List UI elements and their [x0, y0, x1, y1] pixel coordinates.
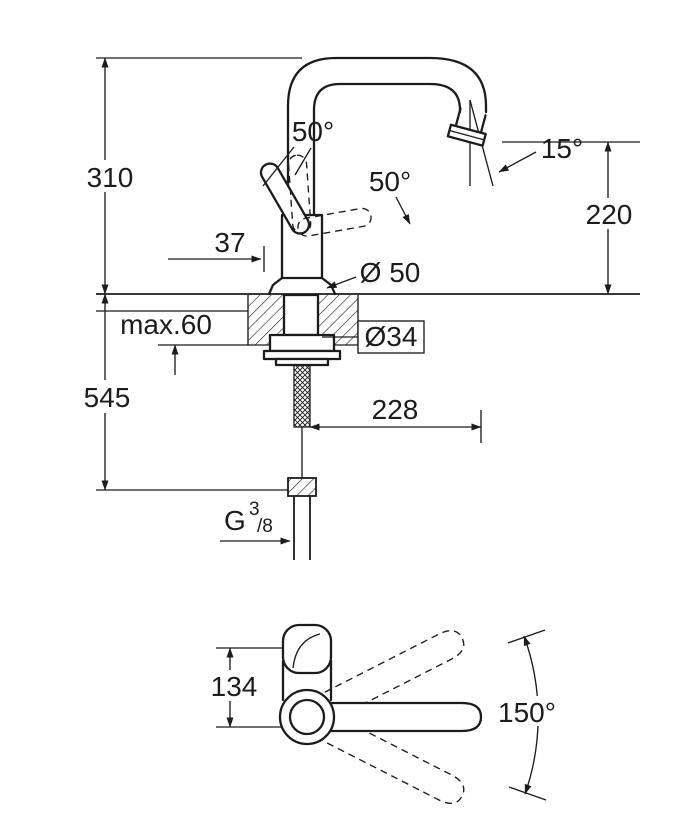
spout-swivel-position-up: [303, 629, 465, 729]
max-counter-thickness-label: max.60: [120, 309, 212, 340]
handle-top-view-detail: [292, 633, 321, 669]
arc-ext-top: [507, 629, 546, 644]
connection-pipe-lines: [293, 496, 311, 560]
body-top-view-sides: [281, 659, 333, 702]
thread-prefix-label: G: [224, 505, 246, 536]
swivel-label-backing: [492, 696, 562, 726]
outlet-height-label: 220: [586, 199, 633, 230]
hose-connector: [287, 477, 317, 497]
leader-50-front-1: [262, 146, 295, 187]
threaded-rod: [293, 364, 311, 428]
spout-dashed-down: [303, 705, 465, 805]
spout-swivel-position-down: [303, 705, 465, 805]
spout-top-view: [308, 701, 483, 733]
leader-base-diameter: [326, 276, 357, 289]
handle-top-view: [281, 623, 333, 675]
mounting-washer: [262, 349, 342, 361]
spout-inner-edge: [312, 82, 462, 217]
spout-outer-edge: [286, 56, 488, 217]
spout-reach-label: 228: [372, 394, 419, 425]
hole-diameter-label: Ø34: [365, 321, 418, 352]
handle-alt-1-shape: [287, 154, 312, 234]
outlet-angle-label: 15°: [541, 133, 583, 164]
spout-outlet: [446, 107, 487, 147]
handle-offset-label: 37: [214, 227, 245, 258]
mounting-washer-2: [274, 357, 330, 367]
handle-angle-front-label: 50°: [292, 116, 334, 147]
handle-position-alt-2: [297, 207, 372, 237]
aerator-detail-line: [449, 129, 485, 141]
spout-dashed-up: [303, 629, 465, 729]
handle-reach-label: 134: [211, 671, 258, 702]
outlet-tube: [454, 107, 487, 134]
height-above-counter-label: 310: [87, 162, 134, 193]
top-view: 134 150°: [211, 623, 562, 805]
swivel-angle-label: 150°: [498, 697, 556, 728]
leader-50-back: [395, 196, 411, 225]
handle-angle-back-label: 50°: [369, 166, 411, 197]
arc-ext-bottom: [508, 786, 547, 801]
base-ring-inner: [288, 698, 326, 736]
hole-diameter-box: [357, 320, 425, 354]
leader-outlet-angle: [498, 151, 537, 173]
handle-position-alt-1: [287, 154, 312, 234]
handle-alt-2-shape: [297, 207, 372, 237]
leader-50-front-2: [294, 147, 312, 176]
mounting-shank: [282, 293, 320, 337]
base-diameter-label: Ø 50: [360, 257, 421, 288]
total-height-label: 545: [84, 382, 131, 413]
faucet-base: [267, 276, 337, 296]
thread-denominator-label: /8: [257, 516, 273, 537]
side-view: 310 545 50° 50° 15° 220 37 Ø 50 max.60 Ø…: [84, 56, 640, 560]
thread-numerator-label: 3: [249, 499, 260, 520]
